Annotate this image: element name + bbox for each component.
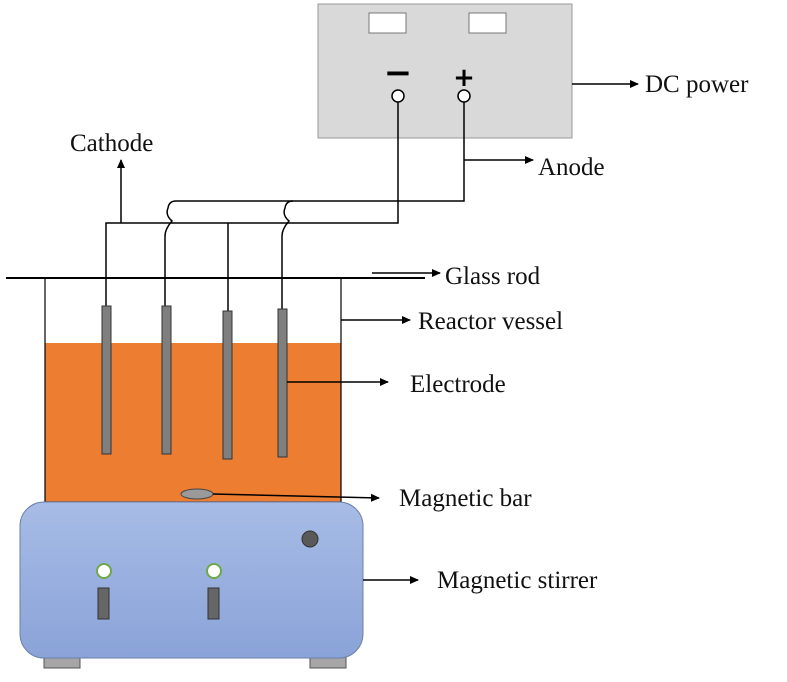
electrode-4 xyxy=(277,308,288,458)
label-arrows xyxy=(212,80,639,584)
switch-left xyxy=(97,587,110,620)
positive-terminal-symbol: + xyxy=(453,63,475,93)
dc-power-supply: − + xyxy=(317,3,573,139)
reactor xyxy=(6,277,425,503)
magnetic-stirrer xyxy=(19,501,364,669)
indicator-light-left xyxy=(96,563,112,579)
dc-power-label: DC power xyxy=(645,71,749,98)
reactor-vessel-label: Reactor vessel xyxy=(418,308,564,335)
wiring xyxy=(105,102,534,311)
cathode-wire xyxy=(105,102,399,306)
power-supply-box xyxy=(317,3,573,139)
positive-terminal xyxy=(457,89,471,103)
electrode-1 xyxy=(101,305,112,455)
solution xyxy=(45,343,341,502)
glass-rod-label: Glass rod xyxy=(445,263,541,290)
indicator-light-right xyxy=(206,563,222,579)
magnetic-stirrer-label: Magnetic stirrer xyxy=(437,567,598,594)
switch-right xyxy=(207,587,220,620)
negative-terminal-symbol: − xyxy=(384,53,413,93)
negative-terminal xyxy=(391,89,405,103)
stirrer-body xyxy=(19,501,364,659)
electrode-2 xyxy=(161,305,172,455)
stirrer-knob xyxy=(301,530,319,548)
anode-wire-branch xyxy=(164,200,293,306)
power-display-right xyxy=(468,12,507,34)
magnetic-bar xyxy=(180,488,214,500)
magnetic-bar-arrow xyxy=(212,493,380,502)
power-display-left xyxy=(368,12,407,34)
magnetic-bar-label: Magnetic bar xyxy=(399,485,532,512)
electrode-3 xyxy=(222,310,233,460)
anode-label: Anode xyxy=(538,154,605,181)
cathode-label: Cathode xyxy=(70,130,154,157)
electrode-label: Electrode xyxy=(410,371,506,398)
